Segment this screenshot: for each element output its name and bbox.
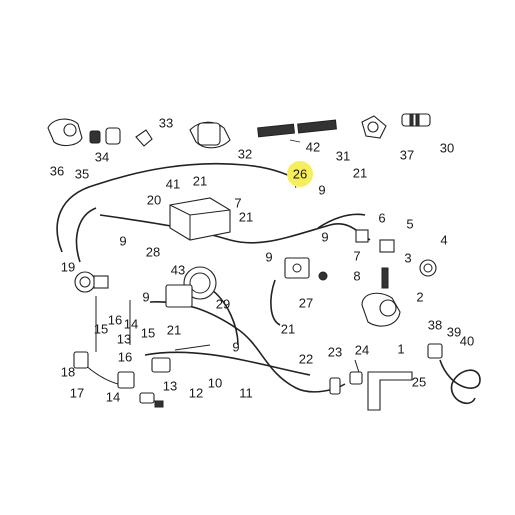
part-number-3: 3 [404,250,412,266]
part-number-6: 6 [378,210,386,226]
part-number-42: 42 [305,139,321,155]
part-number-35: 35 [74,166,90,182]
part-number-12: 12 [188,385,204,401]
coiled-hose-40 [439,359,481,404]
part-number-17: 17 [69,385,85,401]
part-number-14: 14 [123,316,139,332]
part-number-19: 19 [60,259,76,275]
motor-43 [165,266,217,308]
part-number-16: 16 [117,349,133,365]
part-number-9: 9 [321,229,329,245]
fitting-5 [379,239,395,253]
part-number-37: 37 [399,147,415,163]
part-number-27: 27 [298,295,314,311]
part-number-21: 21 [192,173,208,189]
hose-21-top [56,162,301,253]
part-number-1: 1 [397,341,405,357]
part-number-43: 43 [170,262,186,278]
fitting-23 [329,377,341,395]
part-number-15: 15 [140,325,156,341]
bracket-41 [169,197,231,241]
part-number-29: 29 [215,296,231,312]
fitting-12 [151,357,171,373]
part-number-4: 4 [440,232,448,248]
part-number-21: 21 [352,165,368,181]
fitting-36 [47,118,83,147]
hose-22 [144,351,311,376]
fitting-16 [117,371,135,389]
part-number-40: 40 [459,333,475,349]
hose-9-middle [270,279,281,326]
part-number-30: 30 [439,140,455,156]
part-number-5: 5 [406,216,414,232]
fitting-24 [349,371,363,385]
part-number-21: 21 [280,321,296,337]
bushing-4 [419,259,437,277]
part-number-24: 24 [354,342,370,358]
part-number-20: 20 [146,192,162,208]
hose-21-lower [149,301,346,393]
part-number-21: 21 [238,209,254,225]
fitting-8 [318,271,328,281]
part-number-10: 10 [207,375,223,391]
highlight-marker [287,161,313,187]
fitting-13-14 [139,392,164,408]
part-number-25: 25 [411,374,427,390]
fitting-35-34 [89,127,121,145]
leader-42 [289,139,301,143]
part-number-22: 22 [298,351,314,367]
part-number-9: 9 [142,289,150,305]
valve-block-27 [284,257,310,279]
part-number-34: 34 [94,149,110,165]
part-number-26: 26 [292,166,308,182]
part-number-41: 41 [165,176,181,192]
part-number-13: 13 [116,331,132,347]
part-number-7: 7 [353,248,361,264]
part-number-38: 38 [427,317,443,333]
part-number-32: 32 [237,146,253,162]
fitting-6 [355,229,369,243]
cap-33 [135,129,153,147]
part-number-21: 21 [166,322,182,338]
part-number-31: 31 [335,148,351,164]
filter-1 [361,267,401,327]
hose-21-mid [99,214,371,244]
part-number-15: 15 [93,321,109,337]
part-number-8: 8 [353,268,361,284]
part-number-9: 9 [318,182,326,198]
part-number-16: 16 [107,312,123,328]
part-number-9: 9 [232,339,240,355]
part-number-36: 36 [49,163,65,179]
tube-30 [401,113,431,127]
hose-20 [75,207,97,263]
fitting-38 [427,343,443,359]
part-number-13: 13 [162,378,178,394]
fitting-32 [189,121,231,149]
hose-17 [84,364,123,386]
hose-10 [174,344,211,351]
part-number-14: 14 [105,389,121,405]
brush-strip-42-31 [257,119,337,138]
part-number-2: 2 [416,289,424,305]
hose-21-right [317,213,366,229]
fitting-19 [74,271,109,293]
part-number-39: 39 [446,324,462,340]
part-number-28: 28 [145,244,161,260]
bracket-25 [367,371,413,411]
part-number-9: 9 [265,249,273,265]
part-number-18: 18 [60,364,76,380]
part-number-9: 9 [119,233,127,249]
fitting-18 [73,351,89,369]
part-number-7: 7 [234,195,242,211]
part-number-23: 23 [327,344,343,360]
part-number-33: 33 [158,115,174,131]
fitting-37 [361,115,387,139]
part-number-11: 11 [239,385,253,401]
